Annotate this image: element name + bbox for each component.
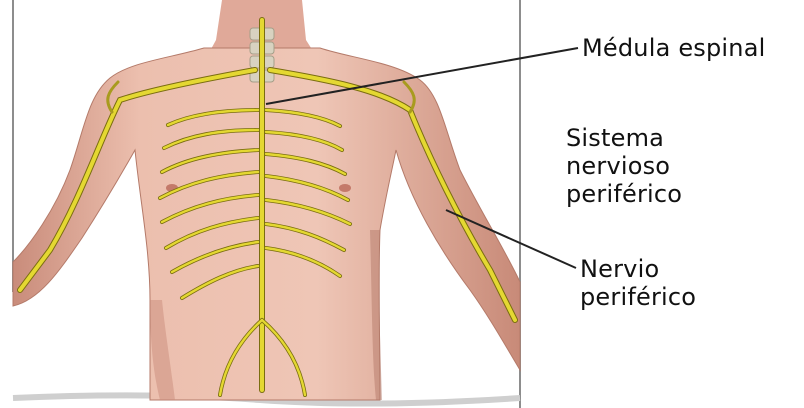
label-spinal-cord: Médula espinal (582, 34, 765, 62)
label-peripheral-system-line-3: periférico (566, 180, 682, 208)
label-peripheral-nerve-line-2: periférico (580, 283, 696, 311)
label-peripheral-nerve-line-1: Nervio (580, 255, 696, 283)
label-peripheral-system-line-2: nervioso (566, 152, 682, 180)
label-peripheral-nerve: Nervio periférico (580, 255, 696, 311)
label-peripheral-system-line-1: Sistema (566, 124, 682, 152)
label-peripheral-nervous-system: Sistema nervioso periférico (566, 124, 682, 208)
label-spinal-cord-text: Médula espinal (582, 34, 765, 62)
